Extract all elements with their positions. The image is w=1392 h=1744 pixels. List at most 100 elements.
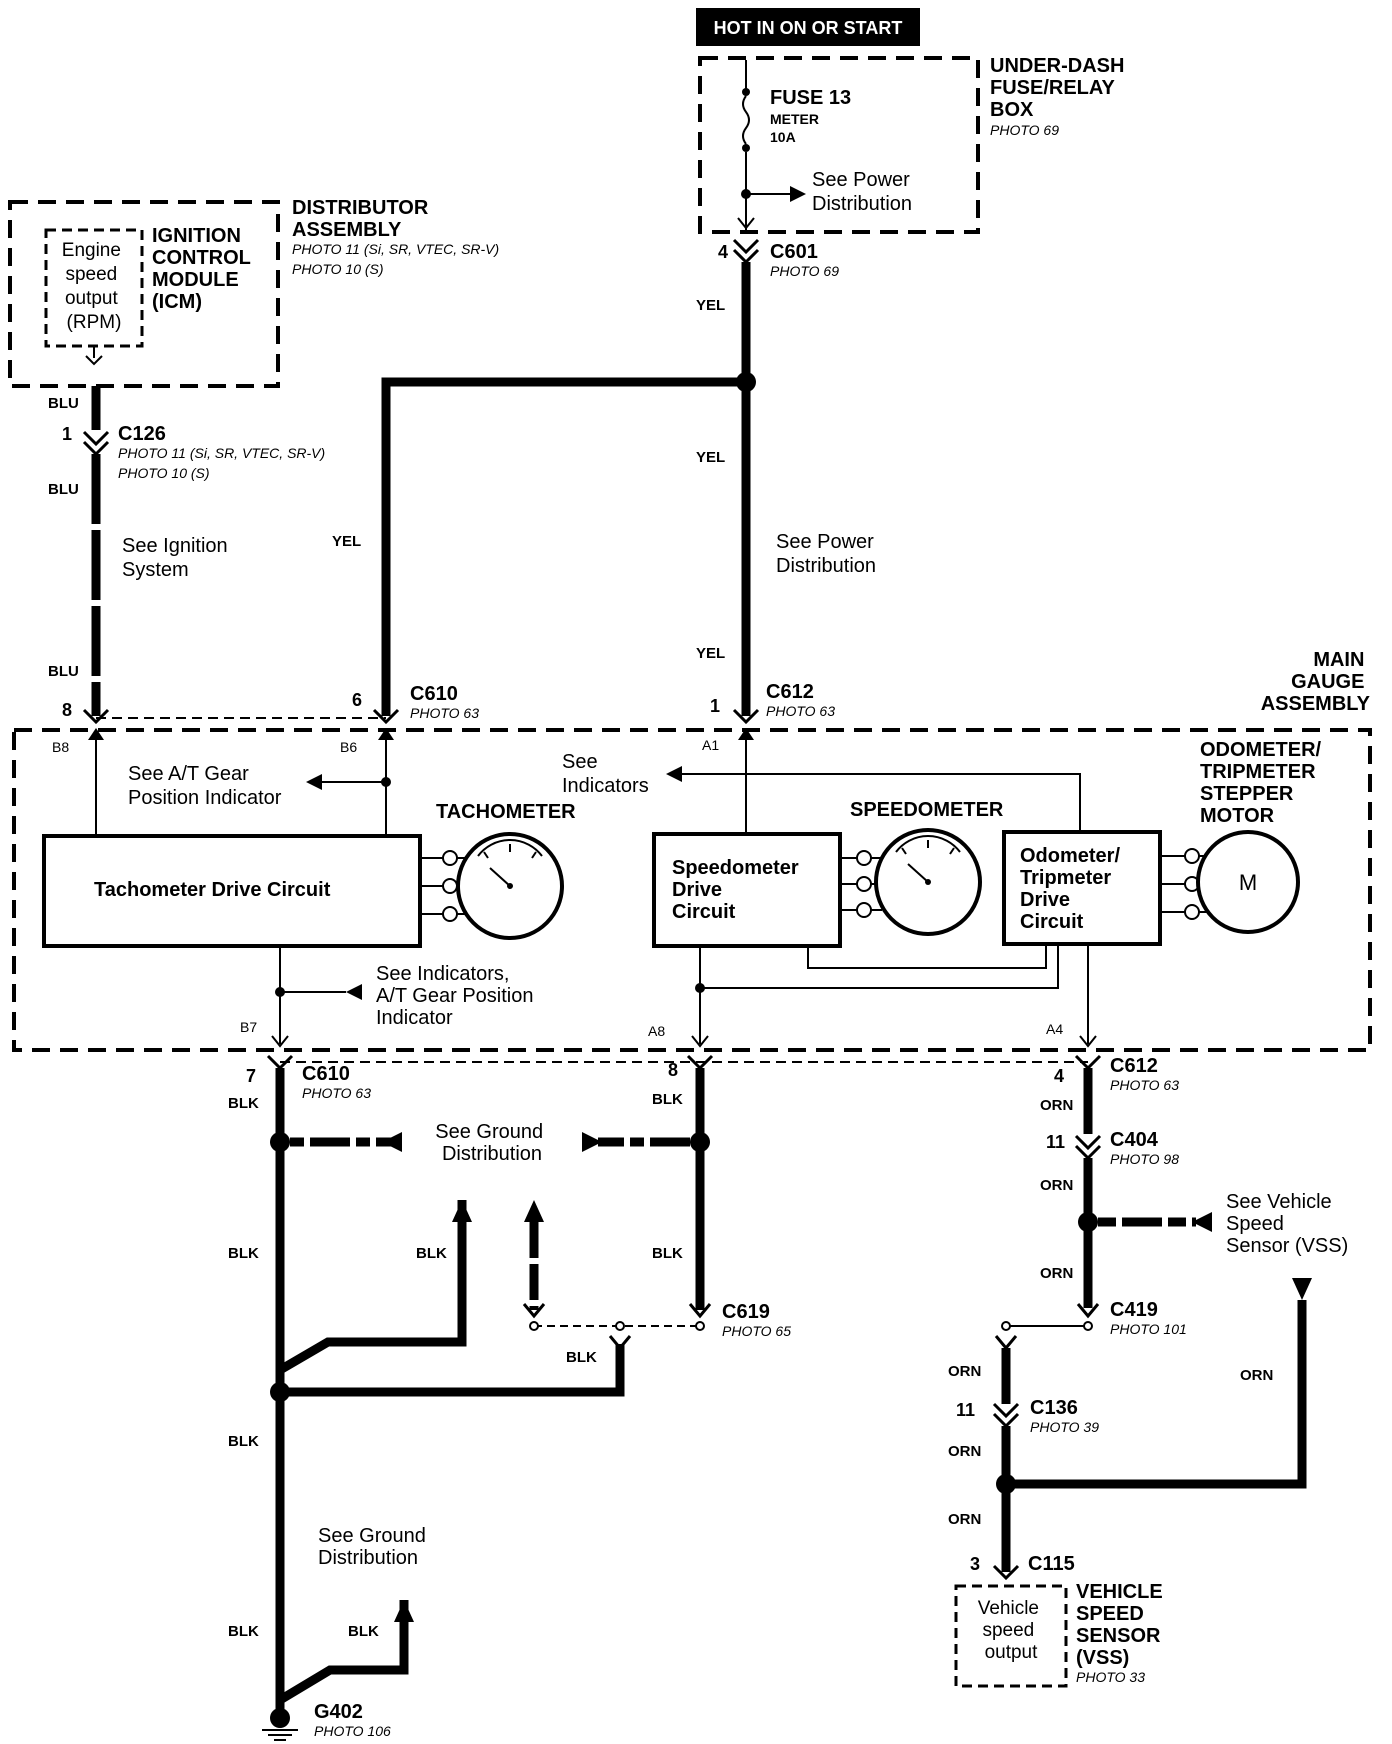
c126-photo-1: PHOTO 11 (Si, SR, VTEC, SR-V) (118, 445, 325, 461)
odo-motor-label: ODOMETER/ TRIPMETER STEPPER MOTOR (1200, 739, 1327, 827)
tach-drive-label: Tachometer Drive Circuit (94, 879, 331, 901)
speedometer-label: SPEEDOMETER (850, 799, 1004, 821)
c115-name: C115 (1028, 1553, 1075, 1575)
wire-label-yel: YEL (696, 297, 725, 314)
odo-drive-circuit (1002, 830, 1162, 946)
hot-label-box (696, 8, 920, 46)
terminal-a8: A8 (648, 1023, 665, 1039)
g402-photo: PHOTO 106 (314, 1723, 391, 1739)
icm-title: IGNITION CONTROL MODULE (ICM) (152, 225, 256, 313)
c612-bot-photo: PHOTO 63 (1110, 1077, 1179, 1093)
wire-label-orn: ORN (948, 1511, 981, 1528)
distributor-title: DISTRIBUTOR ASSEMBLY (292, 197, 434, 241)
c419-name: C419 (1110, 1299, 1158, 1321)
wire-label-blk: BLK (566, 1349, 597, 1366)
arrow-up-icon (524, 1200, 544, 1222)
c136-pin: 11 (956, 1400, 975, 1420)
orn-vss-branch (1006, 1300, 1307, 1489)
arrow-left-icon (666, 766, 682, 782)
arrow-up-icon (452, 1200, 472, 1222)
blk-ground-branch (277, 1600, 409, 1704)
fuse-box-photo: PHOTO 69 (990, 122, 1059, 138)
c619-name: C619 (722, 1301, 770, 1323)
see-indicators: See Indicators (562, 751, 649, 797)
arrow-left-icon (1192, 1212, 1212, 1232)
distributor-photo-2: PHOTO 10 (S) (292, 261, 384, 277)
wire-label-blu: BLU (48, 481, 79, 498)
see-ground-top: See Ground Distribution (435, 1121, 548, 1165)
c126-name: C126 (118, 423, 166, 445)
pin-8-bottom: 8 (668, 1060, 678, 1080)
see-vss: See Vehicle Speed Sensor (VSS) (1226, 1191, 1348, 1257)
wire-label-blk: BLK (348, 1623, 379, 1640)
wire-label-orn: ORN (1040, 1265, 1073, 1282)
fuse-box-title: UNDER-DASH FUSE/RELAY BOX (990, 55, 1130, 121)
c612-bot-name: C612 (1110, 1055, 1158, 1077)
c601-photo: PHOTO 69 (770, 263, 839, 279)
stepper-motor-icon (1196, 830, 1300, 934)
tachometer-label: TACHOMETER (436, 801, 576, 823)
fuse-name: FUSE 13 (770, 87, 851, 109)
arrow-right-icon (790, 186, 806, 202)
c610-bot-photo: PHOTO 63 (302, 1085, 371, 1101)
arrow-left-icon (306, 774, 322, 790)
terminal-b6: B6 (340, 739, 357, 755)
terminal-a4: A4 (1046, 1021, 1063, 1037)
wire-label-orn: ORN (1040, 1097, 1073, 1114)
c126-photo-2: PHOTO 10 (S) (118, 465, 210, 481)
c126-pin: 1 (62, 424, 72, 444)
see-power-mid: See Power Distribution (776, 531, 879, 577)
fuse-box-outline (698, 56, 980, 234)
see-ground-bot: See Ground Distribution (318, 1525, 431, 1569)
distributor-outline (8, 200, 280, 388)
speedo-drive-label: Speedometer Drive Circuit (672, 857, 804, 923)
wire-label-blk: BLK (228, 1623, 259, 1640)
c404-name: C404 (1110, 1129, 1159, 1151)
c610-top-photo: PHOTO 63 (410, 705, 479, 721)
arrow-down-icon (1292, 1278, 1312, 1300)
arrow-up-icon (394, 1600, 414, 1622)
distributor-photo-1: PHOTO 11 (Si, SR, VTEC, SR-V) (292, 241, 499, 257)
c610-bot-pin: 7 (246, 1066, 256, 1086)
fuse-sub: METER (770, 111, 819, 127)
main-gauge-title: MAIN GAUGE ASSEMBLY (1261, 649, 1371, 715)
terminal-b8: B8 (52, 739, 69, 755)
terminal-b7: B7 (240, 1019, 257, 1035)
blk-branch-upper (277, 1200, 467, 1374)
wire-label-orn: ORN (1040, 1177, 1073, 1194)
c404-pin: 11 (1046, 1132, 1065, 1152)
wire-label-blu: BLU (48, 395, 79, 412)
c619-photo: PHOTO 65 (722, 1323, 791, 1339)
odo-drive-label: Odometer/ Tripmeter Drive Circuit (1020, 845, 1126, 933)
see-ind-at: See Indicators, A/T Gear Position Indica… (376, 963, 539, 1029)
c601-pin: 4 (718, 242, 728, 262)
c404-photo: PHOTO 98 (1110, 1151, 1179, 1167)
c610-top-name: C610 (410, 683, 458, 705)
wire-label-orn: ORN (948, 1443, 981, 1460)
wire-label-orn: ORN (1240, 1367, 1273, 1384)
c136-name: C136 (1030, 1397, 1078, 1419)
fuse-symbol (742, 95, 750, 145)
wire-label-blk: BLK (228, 1095, 259, 1112)
c612-bot-pin: 4 (1054, 1066, 1064, 1086)
c612-top-name: C612 (766, 681, 814, 703)
c610-pin-8: 8 (62, 700, 72, 720)
c610-pin-6: 6 (352, 690, 362, 710)
wire-label-blu: BLU (48, 663, 79, 680)
see-power-top: See Power Distribution (812, 169, 915, 215)
g402-name: G402 (314, 1701, 363, 1723)
wire-label-orn: ORN (948, 1363, 981, 1380)
hot-label: HOT IN ON OR START (714, 18, 903, 38)
vss-photo: PHOTO 33 (1076, 1669, 1145, 1685)
arrow-left-icon (346, 984, 362, 1000)
yel-branch-wire (381, 377, 746, 716)
c136-photo: PHOTO 39 (1030, 1419, 1099, 1435)
icm-box-text: Engine speed output (RPM) (62, 240, 126, 333)
c419-photo: PHOTO 101 (1110, 1321, 1187, 1337)
vss-output-box (954, 1584, 1068, 1688)
arrow-right-icon (582, 1132, 602, 1152)
motor-label: M (1239, 870, 1257, 895)
c612-top-photo: PHOTO 63 (766, 703, 835, 719)
c610-bot-name: C610 (302, 1063, 350, 1085)
